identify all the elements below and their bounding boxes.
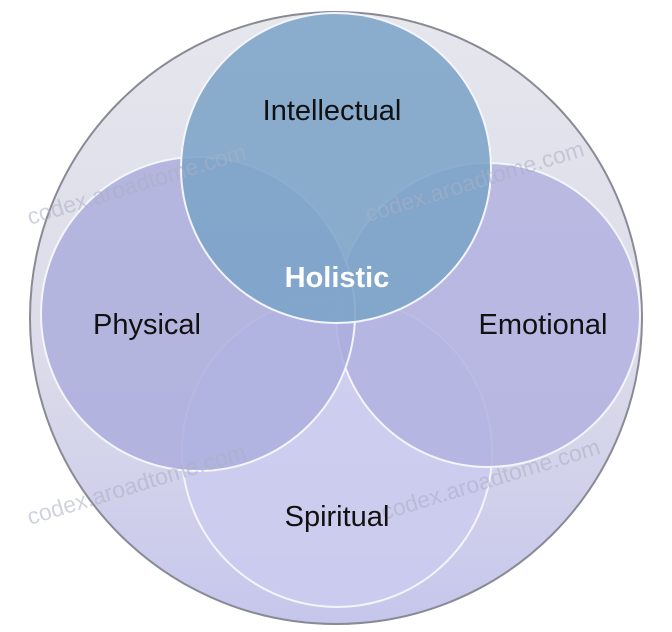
label-intellectual: Intellectual [263,95,402,127]
label-spiritual: Spiritual [285,501,390,533]
circle-intellectual [180,12,492,324]
label-emotional: Emotional [479,309,608,341]
label-holistic-center: Holistic [285,262,390,294]
label-physical: Physical [93,309,201,341]
